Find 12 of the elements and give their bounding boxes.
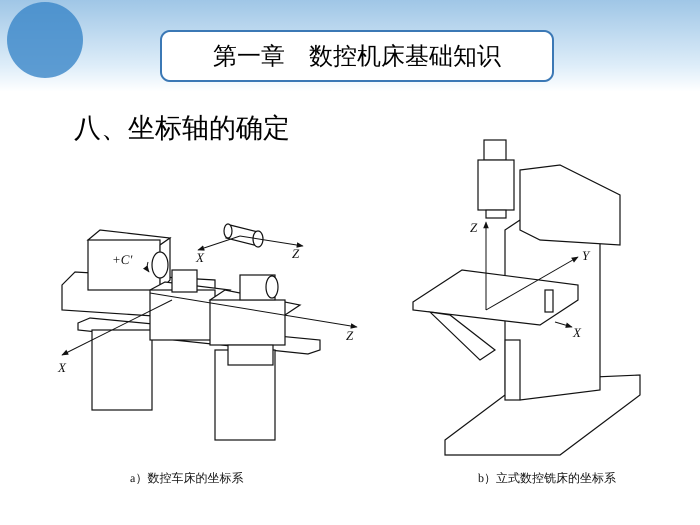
axis-label: Z	[346, 328, 354, 344]
section-heading: 八、坐标轴的确定	[74, 112, 290, 146]
axis-label: Y	[582, 248, 590, 264]
slide-title: 第一章 数控机床基础知识	[160, 30, 554, 82]
axis-label: Z	[292, 246, 300, 262]
axis-label: X	[58, 360, 66, 376]
figure-caption: b）立式数控铣床的坐标系	[478, 470, 616, 487]
rotation-label: +C'	[112, 252, 132, 268]
axis-label: X	[573, 325, 581, 341]
axis-label: Z	[470, 220, 478, 236]
axis-label: X	[196, 250, 204, 266]
figure-caption: a）数控车床的坐标系	[130, 470, 244, 487]
